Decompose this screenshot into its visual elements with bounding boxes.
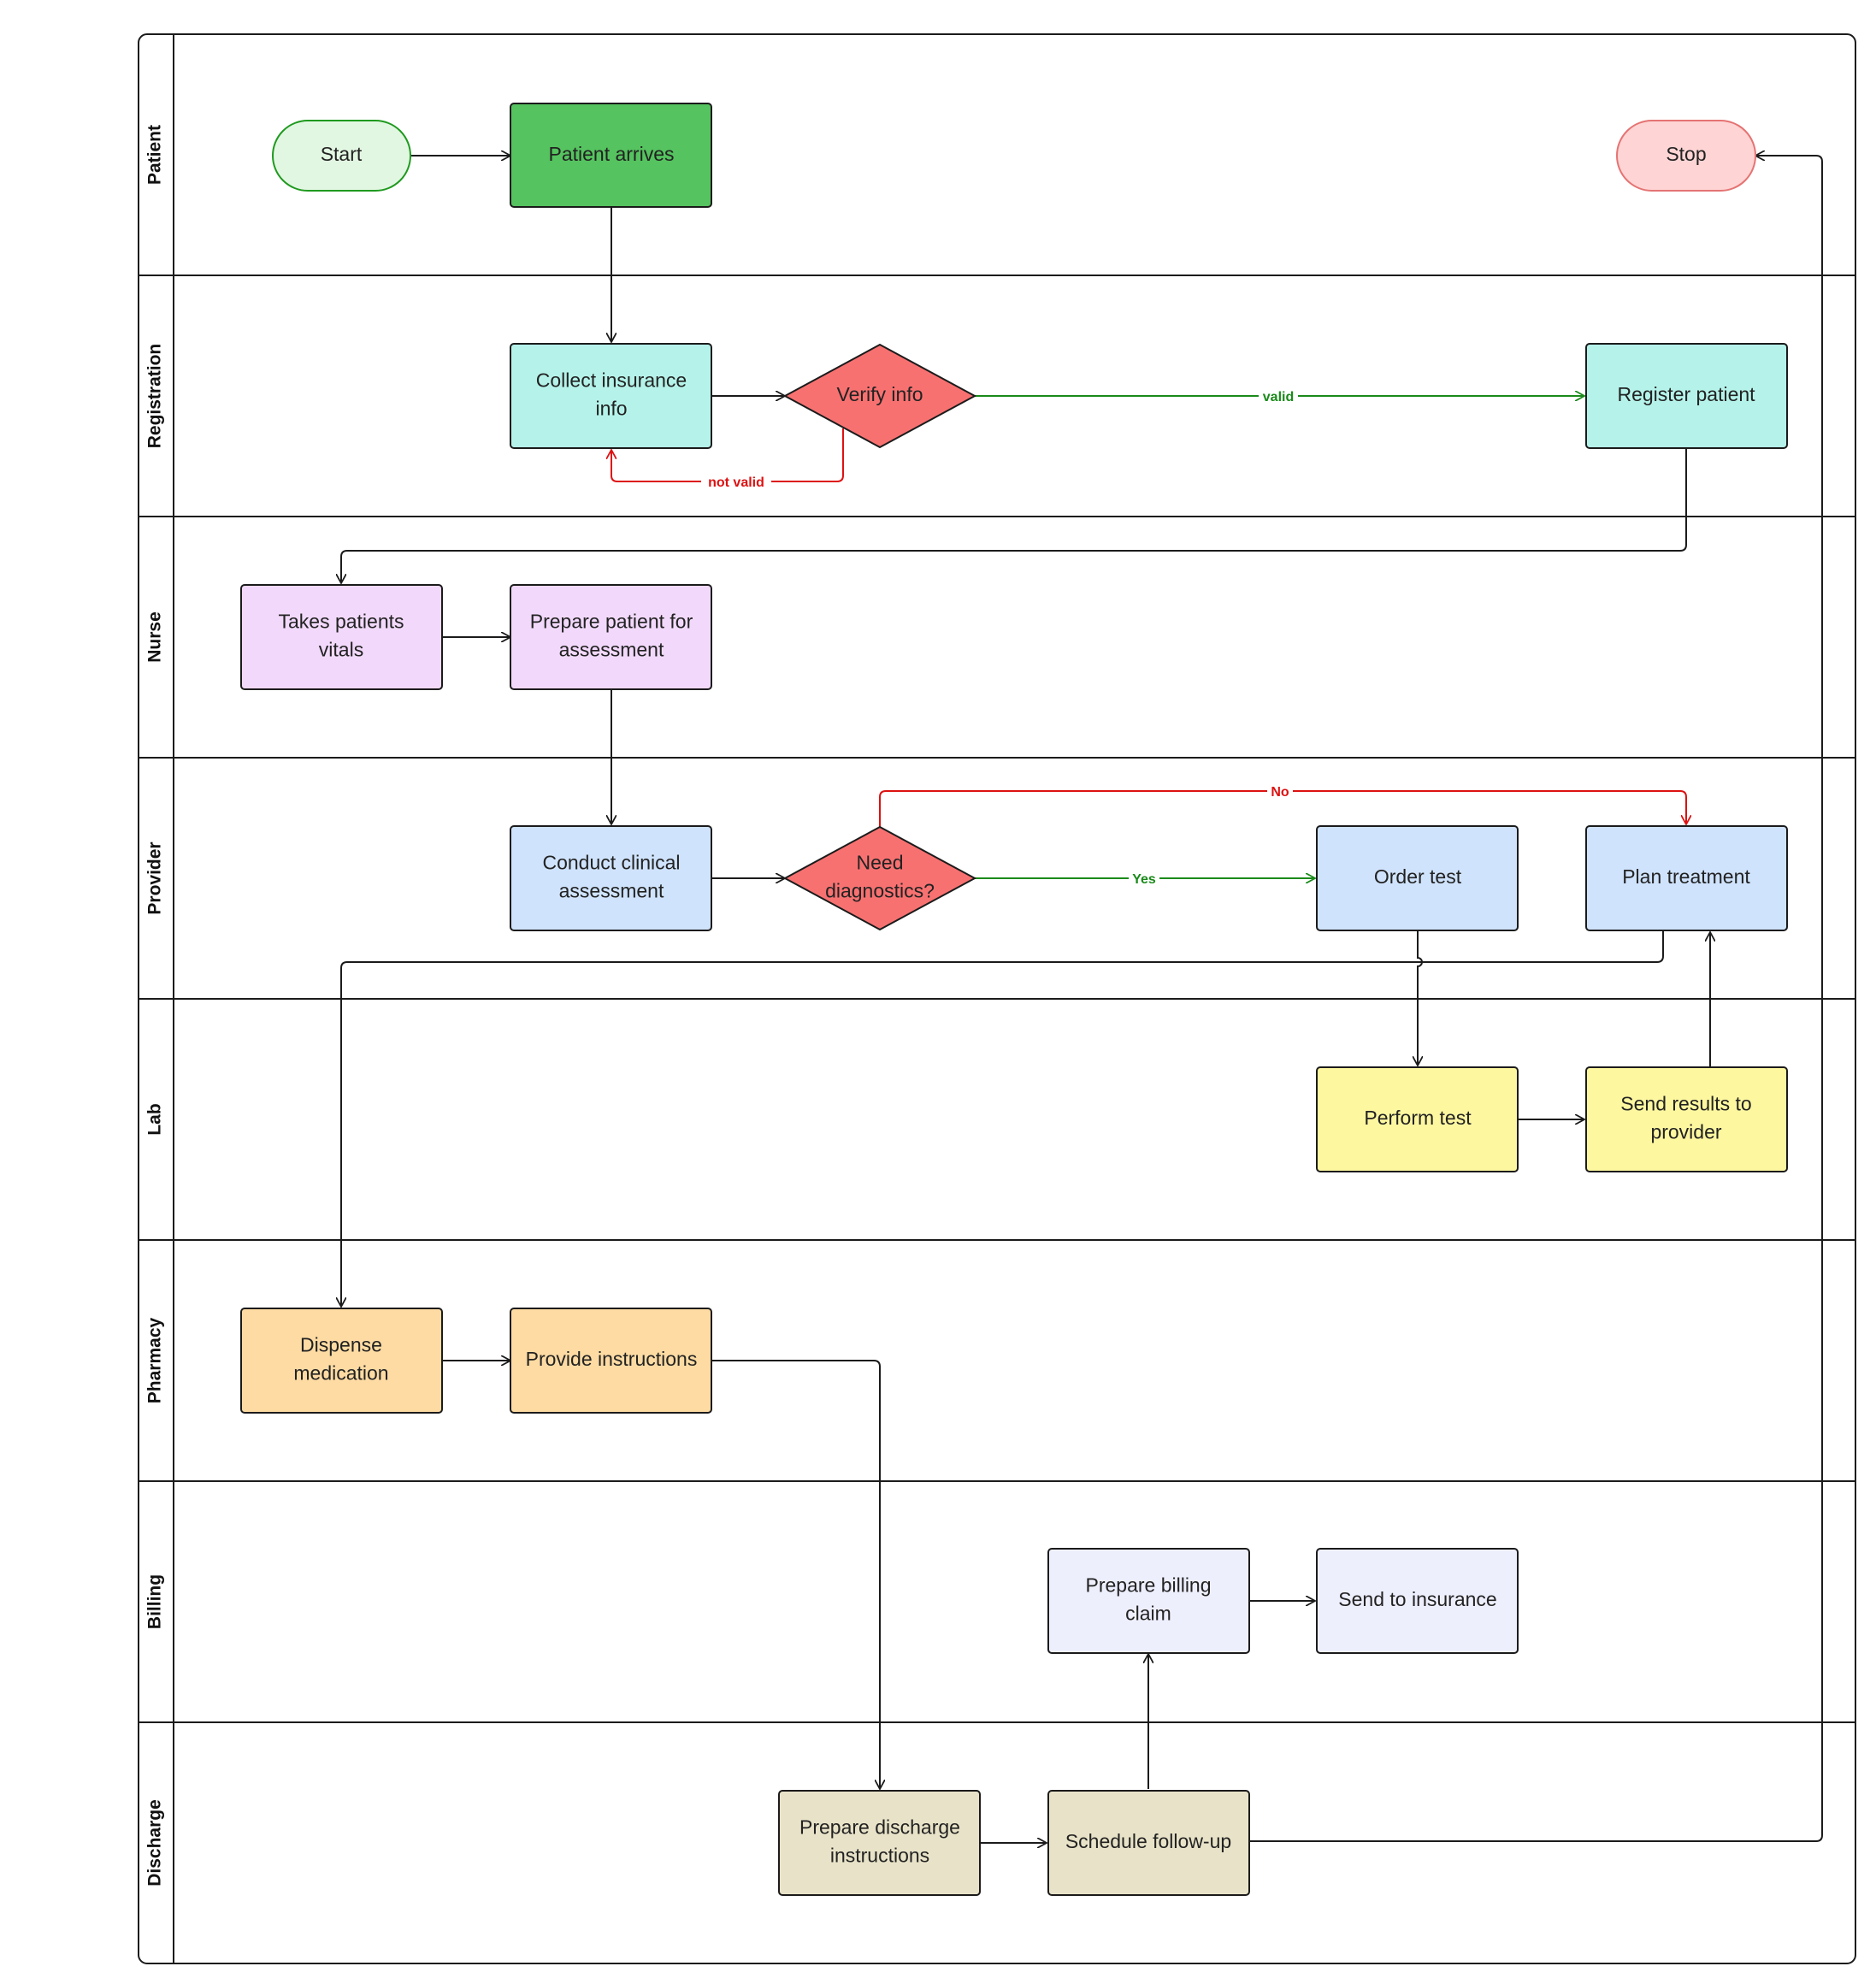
plan-treatment-step[interactable] — [1585, 825, 1788, 931]
edge-register-to-vitals — [341, 448, 1687, 583]
takes-vitals-label: Takes patients vitals — [278, 611, 404, 661]
prepare-assessment-label-line: assessment — [559, 639, 664, 661]
lane-label-registration: Registration — [145, 344, 165, 449]
prepare-billing-label-line: Prepare billing — [1085, 1574, 1211, 1597]
order-test-step[interactable] — [1316, 825, 1519, 931]
send-results-step[interactable] — [1585, 1066, 1788, 1172]
stop-label-line: Stop — [1666, 143, 1706, 165]
prepare-assessment-label-line: Prepare patient for — [530, 611, 693, 633]
prepare-discharge-label-line: instructions — [830, 1845, 929, 1867]
verify-info-label: Verify info — [837, 383, 923, 405]
stop-terminal[interactable] — [1616, 120, 1756, 192]
provide-instructions-step[interactable] — [510, 1308, 712, 1414]
edge-label-yes: Yes — [1132, 872, 1156, 887]
plan-treatment-label: Plan treatment — [1622, 865, 1750, 888]
lane-label-discharge: Discharge — [145, 1799, 165, 1887]
dispense-medication-label-line: Dispense — [300, 1334, 382, 1356]
patient-arrives-label-line: Patient arrives — [548, 143, 674, 165]
perform-test-step[interactable] — [1316, 1066, 1519, 1172]
need-diagnostics-label-line: diagnostics? — [825, 880, 935, 902]
register-patient-label: Register patient — [1617, 383, 1755, 405]
edge-label-not-valid: not valid — [708, 475, 764, 490]
dispense-medication-label: Dispense medication — [293, 1334, 388, 1385]
schedule-followup-step[interactable] — [1047, 1790, 1250, 1896]
verify-info-decision[interactable] — [782, 343, 977, 449]
register-patient-step[interactable] — [1585, 343, 1788, 449]
order-test-label-line: Order test — [1374, 865, 1462, 888]
conduct-assessment-label-line: assessment — [559, 880, 664, 902]
collect-insurance-label-line: info — [595, 398, 627, 420]
edge-label-valid: valid — [1263, 390, 1294, 404]
prepare-discharge-step[interactable] — [778, 1790, 981, 1896]
stop-terminal-label: Stop — [1666, 143, 1706, 165]
start-terminal-label: Start — [321, 143, 363, 165]
patient-arrives-step[interactable] — [510, 103, 712, 208]
prepare-discharge-label-line: Prepare discharge — [799, 1816, 960, 1839]
prepare-billing-step[interactable] — [1047, 1548, 1250, 1654]
verify-info-label-line: Verify info — [837, 383, 923, 405]
collect-insurance-label: Collect insurance info — [536, 369, 687, 420]
takes-vitals-label-line: Takes patients — [278, 611, 404, 633]
lane-label-provider: Provider — [145, 841, 165, 914]
schedule-followup-label-line: Schedule follow-up — [1065, 1830, 1231, 1852]
need-diagnostics-decision[interactable] — [782, 825, 977, 931]
register-patient-label-line: Register patient — [1617, 383, 1755, 405]
lane-label-lab: Lab — [145, 1103, 165, 1135]
send-insurance-step[interactable] — [1316, 1548, 1519, 1654]
lane-label-nurse: Nurse — [145, 611, 165, 663]
prepare-assessment-step[interactable] — [510, 584, 712, 690]
send-results-label: Send results to provider — [1620, 1093, 1751, 1143]
edge-plan-to-dispense — [341, 930, 1664, 1307]
edge-followup-to-stop — [1249, 156, 1823, 1842]
perform-test-label-line: Perform test — [1364, 1107, 1472, 1129]
need-diagnostics-label: Need diagnostics? — [825, 852, 935, 902]
lane-label-patient: Patient — [145, 125, 165, 185]
dispense-medication-label-line: medication — [293, 1362, 388, 1385]
provide-instructions-label-line: Provide instructions — [526, 1348, 698, 1370]
takes-vitals-step[interactable] — [240, 584, 443, 690]
conduct-assessment-step[interactable] — [510, 825, 712, 931]
edge-label-no: No — [1271, 785, 1289, 800]
start-label-line: Start — [321, 143, 363, 165]
patient-arrives-label: Patient arrives — [548, 143, 674, 165]
need-diagnostics-label-line: Need — [857, 852, 904, 874]
plan-treatment-label-line: Plan treatment — [1622, 865, 1750, 888]
send-insurance-label: Send to insurance — [1338, 1588, 1496, 1610]
dispense-medication-step[interactable] — [240, 1308, 443, 1414]
edge-provide-to-discharge — [711, 1360, 880, 1789]
prepare-billing-label: Prepare billing claim — [1085, 1574, 1211, 1625]
takes-vitals-label-line: vitals — [319, 639, 363, 661]
provide-instructions-label: Provide instructions — [526, 1348, 698, 1370]
conduct-assessment-label-line: Conduct clinical — [542, 852, 680, 874]
lane-label-billing: Billing — [145, 1574, 165, 1629]
collect-insurance-step[interactable] — [510, 343, 712, 449]
order-test-label: Order test — [1374, 865, 1462, 888]
prepare-billing-label-line: claim — [1125, 1603, 1171, 1625]
send-insurance-label-line: Send to insurance — [1338, 1588, 1496, 1610]
prepare-assessment-label: Prepare patient for assessment — [530, 611, 693, 661]
prepare-discharge-label: Prepare discharge instructions — [799, 1816, 960, 1867]
start-terminal[interactable] — [272, 120, 411, 192]
perform-test-label: Perform test — [1364, 1107, 1472, 1129]
send-results-label-line: provider — [1650, 1121, 1721, 1143]
conduct-assessment-label: Conduct clinical assessment — [542, 852, 680, 902]
send-results-label-line: Send results to — [1620, 1093, 1751, 1115]
lane-label-pharmacy: Pharmacy — [145, 1317, 165, 1403]
collect-insurance-label-line: Collect insurance — [536, 369, 687, 392]
schedule-followup-label: Schedule follow-up — [1065, 1830, 1231, 1852]
